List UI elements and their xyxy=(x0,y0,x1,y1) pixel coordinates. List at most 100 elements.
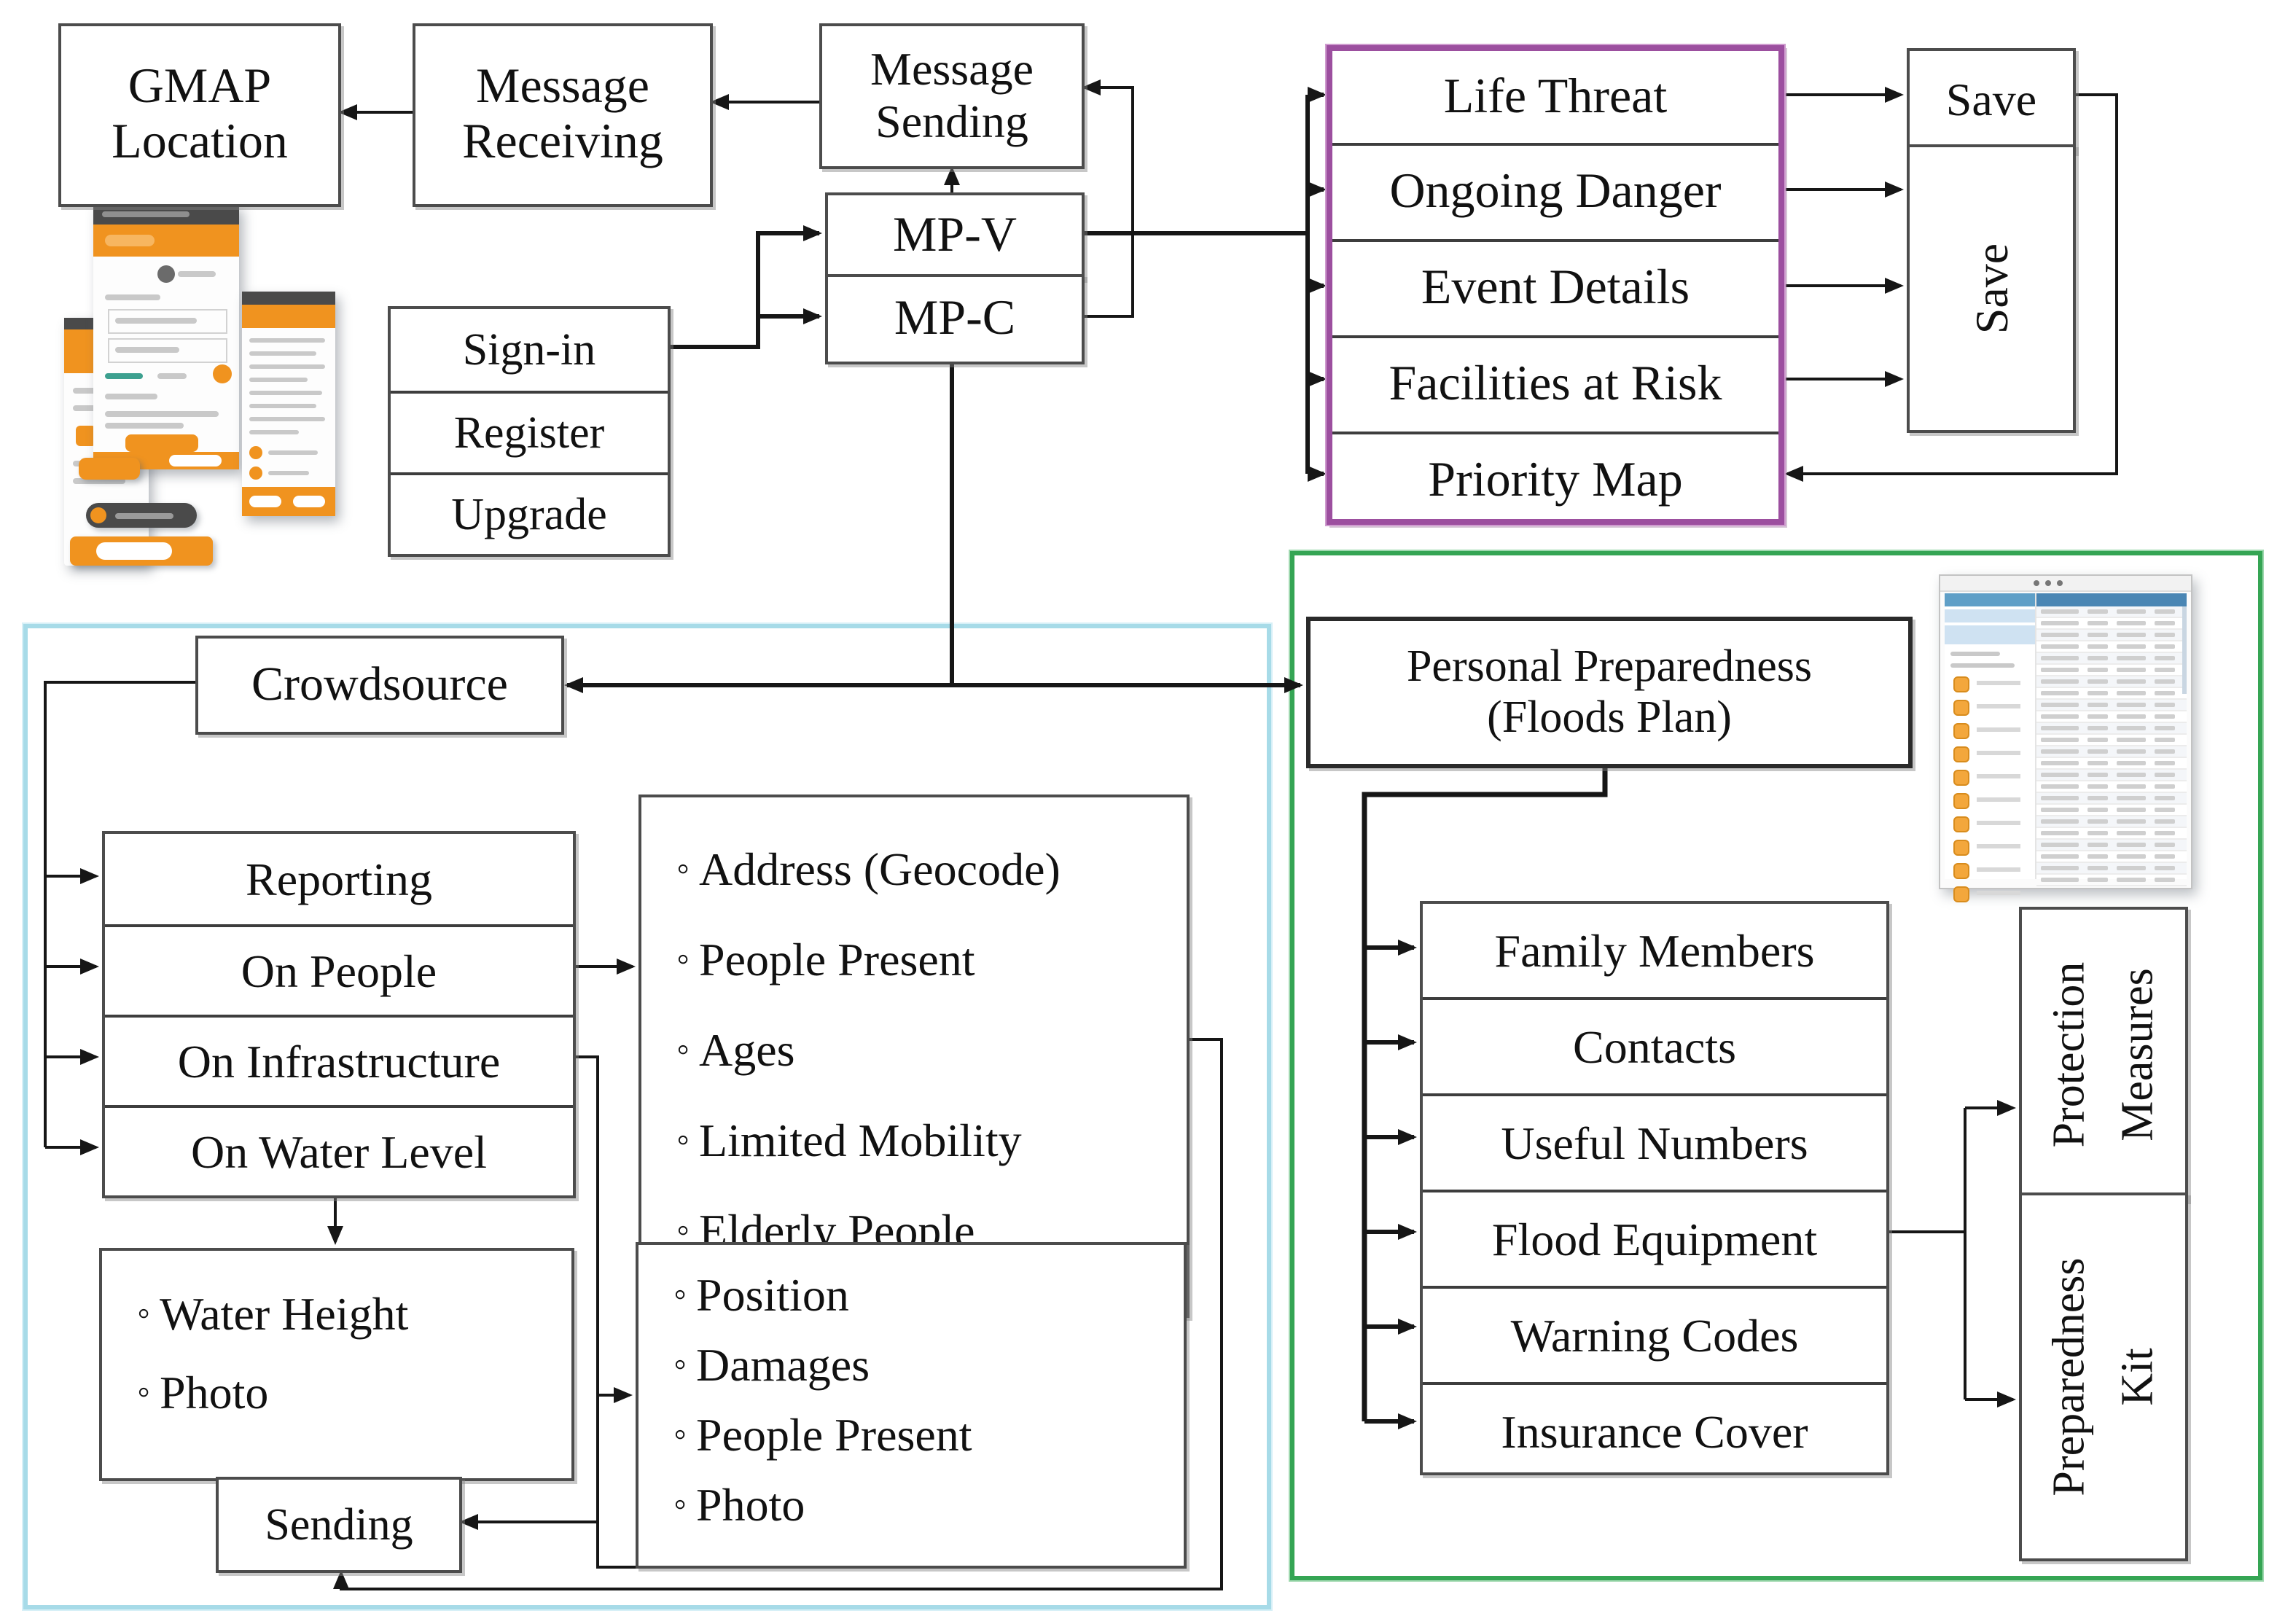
node-insurance-cover: Insurance Cover xyxy=(1423,1382,1886,1478)
node-personal-preparedness: Personal Preparedness (Floods Plan) xyxy=(1306,617,1913,768)
reporting-stack: Reporting On People On Infrastructure On… xyxy=(102,831,576,1198)
table-row xyxy=(2036,735,2187,746)
line-signin-branch xyxy=(665,225,822,349)
node-sending: Sending xyxy=(216,1477,462,1573)
node-label: GMAP xyxy=(128,59,272,114)
list-item: Damages xyxy=(673,1330,1184,1399)
node-on-people: On People xyxy=(105,924,573,1015)
orange-input-bar xyxy=(70,536,213,566)
node-label: Location xyxy=(112,115,288,169)
table-row xyxy=(2036,618,2187,630)
table-row xyxy=(2036,781,2187,793)
node-mp-c: MP-C xyxy=(825,274,1085,364)
node-label: Receiving xyxy=(462,115,663,169)
node-on-water-level: On Water Level xyxy=(105,1105,573,1195)
sidebar-item xyxy=(1945,812,2035,835)
form-field xyxy=(108,309,227,334)
people-details-list: Address (Geocode) People Present Ages Li… xyxy=(638,795,1190,1318)
node-life-threat: Life Threat xyxy=(1443,69,1668,123)
table-row xyxy=(2036,746,2187,758)
table-row xyxy=(2036,875,2187,886)
infrastructure-details-list: Position Damages People Present Photo xyxy=(636,1242,1187,1569)
node-save-side: Save xyxy=(1907,144,2076,433)
node-message-receiving: Message Receiving xyxy=(413,23,713,207)
table-row xyxy=(2036,630,2187,641)
sidebar-item xyxy=(1945,719,2035,742)
app-logo-icon xyxy=(157,265,175,283)
line-floodequipment-feed xyxy=(1883,1108,1966,1399)
node-crowdsource: Crowdsource xyxy=(195,636,564,735)
auth-stack: Sign-in Register Upgrade xyxy=(388,306,671,557)
table-row xyxy=(2036,863,2187,875)
priority-panel: Life Threat Ongoing Danger Event Details… xyxy=(1325,44,1786,528)
node-label: Sending xyxy=(875,95,1028,147)
sidebar-item xyxy=(1945,695,2035,719)
node-label: Save xyxy=(1945,73,2037,126)
arrow-save-to-prioritymap xyxy=(1784,93,2118,482)
line-pp-elbow-distributor xyxy=(1362,760,1608,1421)
node-label: Kit xyxy=(2111,1348,2162,1406)
flood-plan-spreadsheet-screenshot xyxy=(1939,574,2192,902)
table-row xyxy=(2036,653,2187,665)
node-priority-map: Priority Map xyxy=(1332,432,1778,528)
node-warning-codes: Warning Codes xyxy=(1423,1286,1886,1382)
table-row xyxy=(2036,793,2187,805)
preparedness-group-panel xyxy=(1289,550,2264,1582)
list-item: Photo xyxy=(673,1469,1184,1539)
node-label: Crowdsource xyxy=(251,658,508,711)
sidebar-item xyxy=(1945,835,2035,859)
water-details-list: Water Height Photo xyxy=(99,1248,574,1481)
table-scrollbar xyxy=(2182,606,2187,694)
node-label: Preparedness xyxy=(2043,1257,2094,1496)
node-label: Save xyxy=(1964,243,2018,335)
node-label: Message xyxy=(870,42,1034,95)
table-row xyxy=(2036,816,2187,828)
category-icon xyxy=(1953,863,1969,879)
phone-screenshot-1 xyxy=(93,204,239,469)
category-icon xyxy=(1953,676,1969,692)
sidebar-header xyxy=(1945,593,2035,606)
table-row xyxy=(2036,688,2187,700)
node-flood-equipment: Flood Equipment xyxy=(1423,1190,1886,1286)
node-label: MP-V xyxy=(892,208,1018,262)
table-row xyxy=(2036,828,2187,840)
node-upgrade: Upgrade xyxy=(391,472,668,554)
node-event-details: Event Details xyxy=(1332,239,1778,335)
arrow-peopledetails-route-to-sending-bottom xyxy=(333,1038,1223,1590)
category-icon xyxy=(1953,746,1969,762)
action-chip xyxy=(79,458,140,480)
sidebar-item xyxy=(1945,672,2035,695)
node-save-top: Save xyxy=(1907,48,2076,153)
table-row xyxy=(2036,676,2187,688)
table-row xyxy=(2036,665,2187,676)
list-item: Water Height xyxy=(137,1274,571,1353)
node-ongoing-danger: Ongoing Danger xyxy=(1332,143,1778,239)
node-contacts: Contacts xyxy=(1423,997,1886,1093)
list-item: Photo xyxy=(137,1353,571,1432)
table-row xyxy=(2036,711,2187,723)
sidebar-item xyxy=(1945,859,2035,882)
phone-header-bar xyxy=(242,305,335,328)
add-contact-button xyxy=(213,364,232,383)
phone-screenshot-2 xyxy=(242,292,335,516)
node-label: Sending xyxy=(265,1498,413,1550)
list-item: Limited Mobility xyxy=(676,1095,1187,1185)
table-row xyxy=(2036,723,2187,735)
node-message-sending: Message Sending xyxy=(819,23,1085,169)
phone-footer-bar xyxy=(242,487,335,516)
line-crowdsource-left-distributor xyxy=(44,681,195,1147)
list-item: Ages xyxy=(676,1004,1187,1095)
list-bullet-icon xyxy=(249,446,262,459)
node-label: Protection xyxy=(2043,961,2095,1147)
sidebar-items xyxy=(1945,672,2035,902)
category-icon xyxy=(1953,793,1969,809)
line-mpv-to-purple-distributor xyxy=(1079,95,1310,474)
crowdsource-group-panel xyxy=(22,622,1273,1611)
list-item: Position xyxy=(673,1260,1184,1330)
dark-toast-pill xyxy=(86,503,197,528)
arrow-mpc-loop-to-message-sending xyxy=(1079,79,1134,318)
node-protection-measures: Protection Measures xyxy=(2019,907,2188,1201)
node-reporting: Reporting xyxy=(246,852,432,905)
